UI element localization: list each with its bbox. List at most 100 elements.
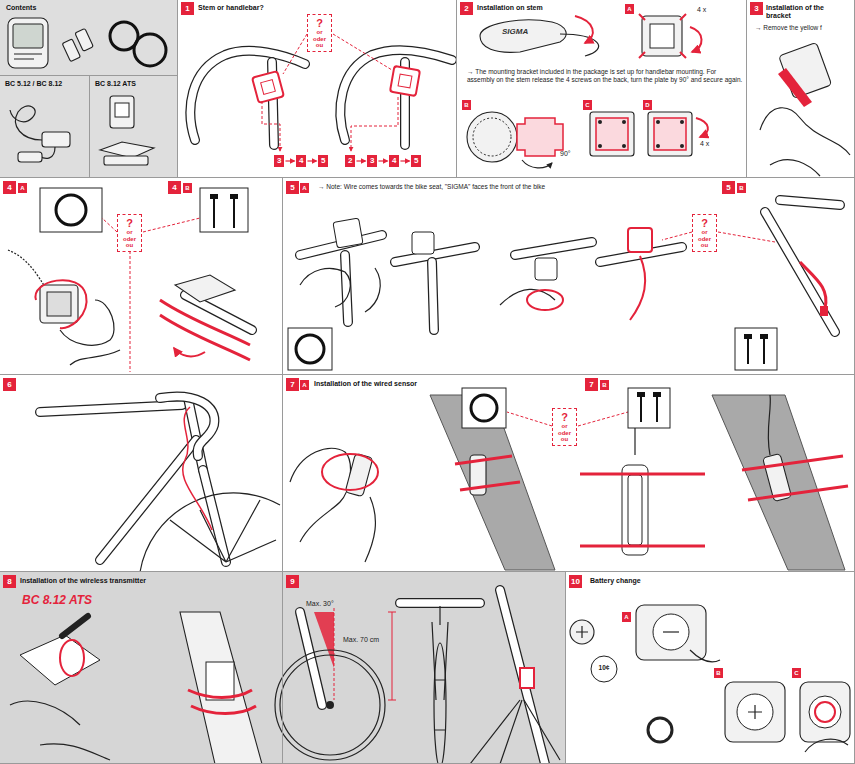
bike-illustration <box>183 407 212 530</box>
bike-illustration <box>40 405 182 412</box>
step-number: 3 <box>750 2 763 15</box>
alternative-word: ou <box>701 242 708 249</box>
step-number: 4 <box>299 156 303 166</box>
o-ring-illustration <box>214 198 234 228</box>
sub-step-letter: B <box>183 183 192 193</box>
sensor-illustration <box>637 392 645 397</box>
step-panel: 1Stem or handlebar??oroderou3452345 <box>178 0 457 178</box>
battery-illustration <box>576 626 588 638</box>
step-box: 4 <box>389 155 399 167</box>
stem-assembly-illustration <box>288 200 840 370</box>
alternative-box: ?oroderou <box>307 14 332 52</box>
step-arrow <box>285 160 294 161</box>
sensor-illustration <box>580 474 705 546</box>
stem-assembly-illustration <box>662 232 692 240</box>
stem-assembly-illustration <box>628 228 652 252</box>
stem-mount-illustration <box>467 112 517 162</box>
contents-illustration <box>14 54 42 59</box>
sensor-illustration <box>322 454 378 490</box>
battery-illustration <box>570 620 594 644</box>
o-ring-illustration <box>160 300 250 360</box>
sensor-illustration <box>628 388 670 428</box>
handlebar-illustration <box>340 50 452 140</box>
step-number: 2 <box>460 2 473 15</box>
question-mark: ? <box>316 17 323 29</box>
stem-mount-illustration <box>642 16 682 56</box>
o-ring-illustration <box>47 292 71 316</box>
stem-mount-illustration <box>680 120 684 124</box>
product-panel: BC 5.12 / BC 8.12 <box>0 75 89 178</box>
step-panel: 7Installation of the wired sensor?oroder… <box>283 375 855 572</box>
distance-illustration <box>314 612 334 668</box>
stem-mount-illustration <box>656 144 660 148</box>
sub-step-letter: B <box>714 668 723 678</box>
bike-illustration <box>40 397 280 572</box>
panel-heading: Installation on stem <box>477 4 543 12</box>
battery-illustration <box>737 694 773 730</box>
bracket-illustration <box>760 108 850 176</box>
step-number: 10 <box>569 575 582 588</box>
panel-heading: Stem or handlebar? <box>198 4 264 12</box>
stem-mount-illustration <box>522 160 552 168</box>
stem-assembly-illustration <box>535 258 557 280</box>
dimension-label: 90° <box>560 150 571 158</box>
o-ring-illustration <box>60 300 114 345</box>
stem-mount-illustration <box>480 20 566 52</box>
sensor-illustration <box>768 395 770 455</box>
distance-illustration <box>280 655 380 755</box>
step-number: 4 <box>168 181 181 194</box>
transmitter-illustration <box>206 662 234 700</box>
stem-assembly-illustration <box>432 262 434 330</box>
distance-illustration <box>470 700 560 764</box>
model-name: BC 8.12 ATS <box>22 594 92 608</box>
distance-illustration <box>434 680 446 730</box>
contents-illustration <box>104 156 148 165</box>
battery-illustration <box>815 702 835 722</box>
note-text: → Remove the yellow f <box>755 24 851 32</box>
o-ring-illustration <box>56 195 86 225</box>
o-ring-illustration <box>185 295 252 330</box>
note-text: → The mounting bracket included in the p… <box>467 68 743 85</box>
dimension-label: 4 x <box>700 140 709 148</box>
distance-illustration <box>434 643 446 764</box>
bike-illustration <box>40 405 182 412</box>
handlebar-illustration <box>333 34 392 70</box>
battery-illustration <box>809 696 841 728</box>
o-ring-illustration <box>185 295 252 330</box>
sensor-illustration <box>712 395 845 570</box>
stem-assembly-illustration <box>345 255 348 322</box>
handlebar-illustration <box>340 50 452 140</box>
alternative-word: oder <box>558 430 571 437</box>
alternative-word: or <box>562 423 568 430</box>
product-panel: BC 8.12 ATS <box>89 75 178 178</box>
o-ring-illustration <box>70 350 120 365</box>
stem-mount-illustration <box>598 144 602 148</box>
handlebar-illustration <box>261 80 276 95</box>
contents-illustration <box>18 152 42 162</box>
dimension-label: Max. 70 cm <box>343 636 379 644</box>
contents-illustration <box>110 96 134 128</box>
step-number: 3 <box>277 156 281 166</box>
alternative-word: ou <box>316 42 323 49</box>
alternative-word: ou <box>561 436 568 443</box>
handlebar-illustration <box>283 34 307 74</box>
sub-step-letter: C <box>583 100 592 110</box>
sensor-illustration <box>578 412 628 426</box>
stem-mount-illustration <box>648 112 692 156</box>
battery-illustration <box>591 656 617 682</box>
battery-illustration <box>690 650 720 662</box>
panel-heading: Contents <box>6 4 36 12</box>
stem-mount-illustration <box>575 16 593 43</box>
transmitter-illustration <box>180 612 262 764</box>
o-ring-illustration <box>40 188 102 232</box>
distance-illustration <box>500 590 545 764</box>
o-ring-illustration <box>36 280 87 328</box>
bracket-illustration <box>760 42 850 176</box>
transmitter-illustration <box>60 640 84 676</box>
contents-illustration <box>8 18 48 68</box>
sub-step-letter: C <box>792 668 801 678</box>
step-number: 8 <box>3 575 16 588</box>
sensor-illustration <box>653 392 661 397</box>
step-arrow <box>378 160 387 161</box>
panel-heading: Installation of the bracket <box>766 4 850 20</box>
